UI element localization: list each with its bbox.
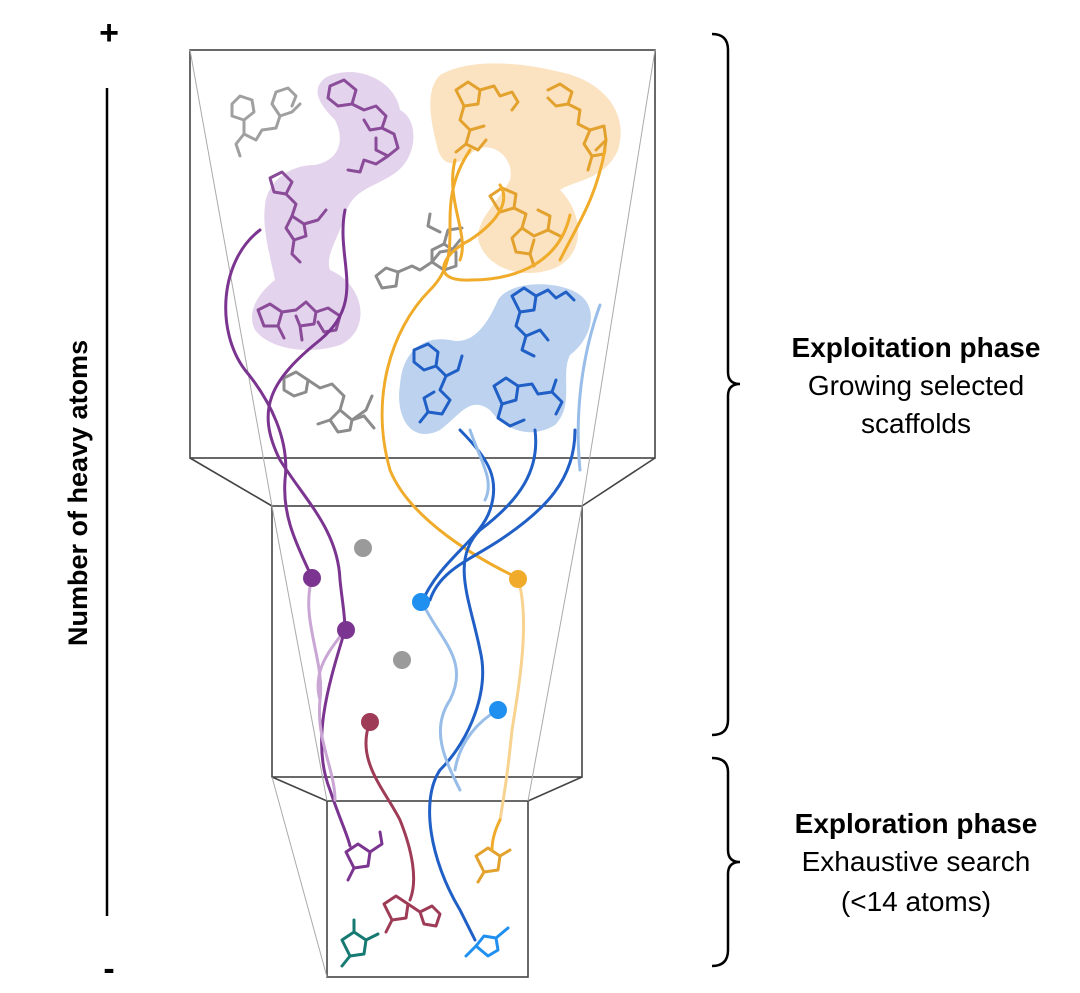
- molecule-drawings: [230, 78, 608, 968]
- orange-path-4: [490, 818, 502, 852]
- orange-molecule-1: [454, 80, 520, 154]
- blue-path-3: [428, 428, 577, 602]
- exploitation-phase-title: Exploitation phase: [791, 332, 1041, 363]
- purple-path-3: [320, 628, 352, 848]
- purple-dot-2: [337, 621, 355, 639]
- scaffold-dots: [303, 539, 527, 731]
- purple-molecule-2: [268, 170, 328, 264]
- purple-molecule-1: [326, 78, 400, 174]
- maroon-path: [364, 720, 416, 902]
- teal-fragment: [340, 918, 380, 968]
- orange-light-path: [498, 576, 526, 822]
- purple-fragment: [344, 830, 384, 882]
- purple-path-2: [266, 208, 349, 632]
- axis-plus-sign: +: [99, 14, 119, 52]
- orange-molecule-3: [488, 186, 562, 268]
- axis-title: Number of heavy atoms: [63, 339, 93, 646]
- blue-dot-1: [412, 593, 430, 611]
- blue-light-path-4: [468, 428, 490, 502]
- exploitation-phase-line2: scaffolds: [861, 408, 971, 439]
- purple-dot-1: [303, 569, 321, 587]
- exploitation-brace: [711, 32, 741, 737]
- gray-molecule-1: [230, 86, 302, 158]
- exploitation-phase-line1: Growing selected: [807, 370, 1025, 401]
- top-box: [189, 49, 656, 459]
- maroon-fragment: [382, 894, 442, 934]
- gray-molecule-2: [374, 212, 464, 290]
- blue-path-1: [420, 428, 496, 604]
- orange-path-2: [442, 183, 572, 282]
- gray-dot-2: [393, 651, 411, 669]
- orange-cluster-blob: [430, 63, 621, 274]
- blue-fragment: [464, 926, 510, 958]
- blue-dot-2: [489, 701, 507, 719]
- exploration-phase-line2: (<14 atoms): [840, 886, 992, 917]
- purple-light-path: [307, 576, 337, 802]
- blue-molecule-2: [412, 342, 464, 424]
- exploration-brace: [711, 756, 741, 968]
- purple-molecule-3: [256, 300, 342, 342]
- blue-molecule-1: [510, 286, 576, 358]
- maroon-dot: [361, 713, 379, 731]
- exploration-phase-line1: Exhaustive search: [801, 846, 1031, 877]
- bottom-box: [326, 800, 529, 978]
- blue-molecule-3: [492, 376, 564, 428]
- orange-fragment: [474, 846, 512, 884]
- middle-box: [271, 505, 583, 778]
- axis-minus-sign: -: [103, 950, 115, 988]
- gray-dot-1: [354, 539, 372, 557]
- blue-light-path-2: [420, 600, 462, 792]
- purple-cluster-blob: [251, 72, 414, 351]
- orange-dot: [509, 570, 527, 588]
- orange-path-3: [451, 148, 607, 262]
- blue-light-path-1: [576, 303, 602, 472]
- gray-molecule-3: [282, 370, 376, 434]
- blue-path-2: [428, 428, 538, 942]
- orange-path-1: [380, 148, 520, 580]
- exploration-phase-title: Exploration phase: [794, 808, 1038, 839]
- lineage-curves: [224, 148, 607, 942]
